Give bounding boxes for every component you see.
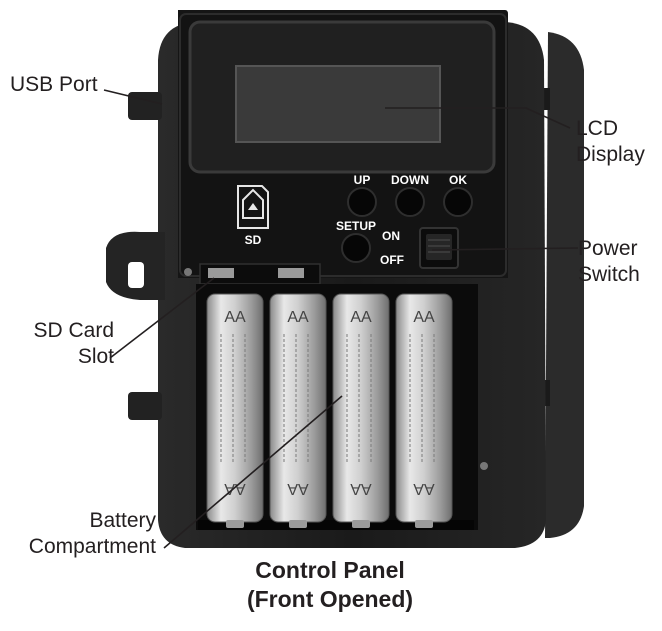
on-label: ON	[382, 229, 400, 243]
battery-compartment-label: Battery Compartment	[28, 509, 156, 558]
usb-port-leader	[103, 89, 163, 105]
power-switch-leader	[431, 247, 579, 251]
sd-label: SD	[245, 233, 262, 247]
battery-type-label: AA	[287, 309, 309, 326]
battery-type-label: AA	[413, 480, 435, 497]
sd-card-slot-label: SD Card Slot	[33, 319, 114, 368]
caption-line-1: Control Panel	[255, 557, 405, 583]
setup-button[interactable]	[341, 233, 371, 263]
battery-type-label: AA	[413, 309, 435, 326]
up-button[interactable]	[347, 187, 377, 217]
sd-card-slot-leader	[109, 277, 215, 359]
up-label: UP	[354, 173, 371, 187]
power-switch[interactable]	[419, 227, 459, 269]
battery-type-label: AA	[350, 309, 372, 326]
ok-label: OK	[449, 173, 467, 187]
lcd-display	[188, 20, 496, 174]
aa-battery: AA AA	[395, 293, 453, 528]
battery-type-label: AA	[224, 309, 246, 326]
off-label: OFF	[380, 253, 404, 267]
power-switch-label: Power Switch	[578, 237, 640, 286]
battery-compartment-leader	[163, 395, 343, 549]
battery-type-label: AA	[350, 480, 372, 497]
sd-card-icon	[237, 185, 269, 229]
setup-label: SETUP	[336, 219, 376, 233]
caption-line-2: (Front Opened)	[246, 586, 414, 612]
figure-caption: Control Panel (Front Opened)	[180, 556, 480, 614]
aa-battery: AA AA	[269, 293, 327, 528]
panel-text: UP DOWN OK SETUP ON OFF SD	[245, 173, 468, 267]
usb-port-label: USB Port	[10, 73, 98, 96]
down-button[interactable]	[395, 187, 425, 217]
lcd-display-leader	[385, 107, 571, 129]
ok-button[interactable]	[443, 187, 473, 217]
lcd-display-label: LCD Display	[576, 117, 645, 166]
battery-type-label: AA	[287, 480, 309, 497]
panel-buttons	[341, 187, 473, 263]
down-label: DOWN	[391, 173, 429, 187]
aa-battery: AA AA	[332, 293, 390, 528]
